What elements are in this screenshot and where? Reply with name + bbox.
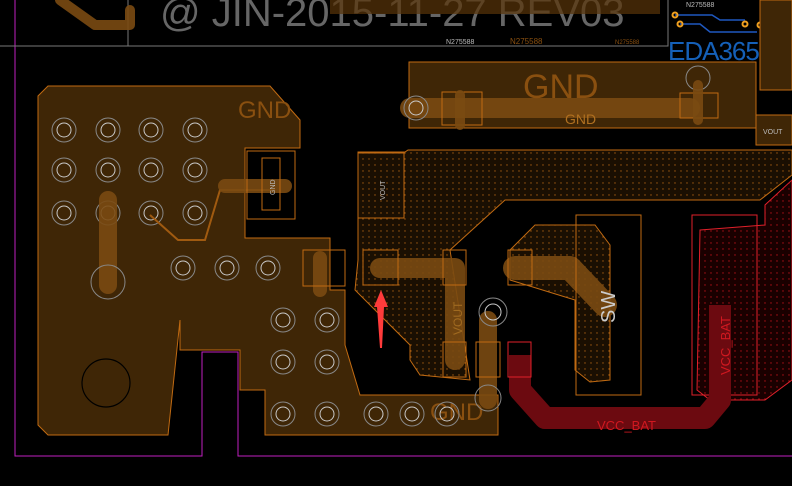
vcc-bat-vertical-label: VCC_BAT [718, 316, 733, 375]
large-via[interactable] [90, 264, 126, 300]
gnd-net-label-small: GND [565, 111, 596, 127]
inductor-footprint[interactable] [575, 214, 642, 396]
vcc-bat-label: VCC_BAT [597, 418, 656, 433]
via-hole [484, 303, 502, 321]
component-footprint[interactable] [302, 249, 346, 287]
pad[interactable] [362, 249, 399, 286]
part-label: N275588 [686, 2, 715, 9]
vout-pad-right [755, 114, 792, 146]
vout-trace [370, 258, 465, 370]
part-label: N275588 [615, 40, 640, 46]
gnd-stub [455, 80, 703, 130]
vout-trace-label: VOUT [451, 301, 465, 335]
gnd-net-label-large: GND [523, 68, 599, 106]
pad[interactable] [261, 157, 281, 211]
pad[interactable] [507, 341, 532, 378]
component-footprint[interactable] [246, 150, 296, 220]
mounting-hole[interactable] [81, 358, 131, 408]
vout-footprint[interactable] [357, 152, 405, 219]
via-hole [408, 100, 424, 116]
pad[interactable] [442, 249, 467, 286]
via[interactable] [478, 297, 508, 327]
vout-right-label: VOUT [763, 129, 783, 136]
sw-net-label: SW [598, 291, 620, 323]
vcc-bat-trace [509, 305, 731, 429]
vout-pad-label: VOUT [380, 180, 387, 200]
pad[interactable] [442, 341, 467, 378]
eda365-watermark: EDA365 [668, 36, 760, 66]
board-outline [14, 0, 792, 457]
sw-trace [503, 256, 617, 317]
right-pour [759, 0, 792, 91]
part-label: N275588 [446, 39, 475, 46]
via[interactable] [474, 384, 502, 412]
gnd-pad-label: GND [270, 179, 277, 195]
gnd-left-label: GND [238, 97, 291, 124]
part-label: N275588 [510, 37, 543, 46]
top-trace [55, 0, 135, 30]
top-pour [330, 0, 660, 14]
via-array[interactable] [51, 117, 460, 427]
via[interactable] [403, 95, 429, 121]
marker-arrow-icon [374, 290, 388, 348]
pad[interactable] [475, 341, 501, 378]
trace [218, 179, 327, 297]
blue-trace [675, 14, 757, 33]
pad[interactable] [507, 249, 533, 286]
